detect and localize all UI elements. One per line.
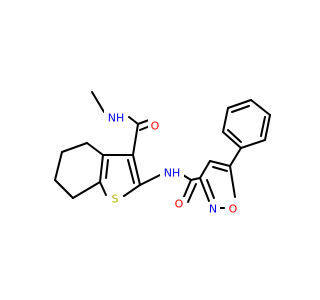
bond-c2-nh (139, 174, 161, 186)
molecule-structure: NH O NH S O N O (54, 91, 271, 217)
atom-s-thiophene: S (112, 193, 119, 206)
atom-nh-link: NH (164, 167, 181, 180)
bond-c7a-c3a (99, 154, 104, 183)
bond-isox-n-c3 (199, 177, 210, 202)
bond-isox-c5-o (229, 165, 236, 198)
bond-c7a-c3a-inner (105, 159, 109, 179)
bond-nh-carbonyl2 (182, 174, 192, 181)
bond-c3a-c4 (86, 142, 104, 156)
structure-canvas: NH O NH S O N O (54, 91, 271, 217)
bond-isox-c4-c5 (209, 160, 231, 167)
bond-ph-4-5 (227, 99, 252, 109)
atom-n-isoxazole: N (209, 203, 217, 216)
bond-ph-5-6 (222, 107, 229, 133)
bond-c4-c5 (61, 142, 88, 153)
bond-c3-c2 (132, 154, 141, 186)
bond-c2-s (123, 184, 141, 197)
bond-ph-1-2 (240, 139, 266, 149)
bond-s-c7a (99, 181, 107, 196)
bond-ph-4-5-inner (231, 105, 250, 113)
bond-c6-c7 (54, 179, 74, 199)
bond-c7-c7a (72, 181, 101, 199)
bond-ph-6-1-inner (227, 129, 242, 143)
bond-ph-3-4 (250, 99, 271, 116)
atom-labels: NH O NH S O N O (104, 110, 240, 217)
bond-isox-c4-c5-inner (212, 166, 228, 172)
bond-ph-6-1 (222, 131, 242, 149)
bond-c3-c2-inner (127, 159, 135, 184)
bond-carbonyl1-o-a (137, 119, 150, 125)
atom-o-isoxazole: O (229, 203, 238, 216)
bond-carbonyl2-o-b (187, 183, 197, 203)
bond-n-carbonyl1 (128, 116, 139, 125)
atom-nh-methyl: NH (108, 112, 125, 125)
bond-ph-2-3 (264, 114, 271, 141)
bond-c5-c6 (54, 151, 63, 181)
atom-o-amide2: O (175, 198, 184, 211)
bond-isox-n-c3-inner (206, 179, 215, 199)
atom-o-amide1: O (151, 120, 160, 133)
bond-carbonyl1-c3 (132, 123, 139, 156)
bond-ph-2-3-inner (260, 116, 266, 137)
bond-carbonyl2-o-a (182, 179, 192, 200)
bond-methyl-n (91, 91, 105, 113)
bonds (54, 91, 271, 209)
bond-carbonyl2-isox-c3 (190, 177, 201, 181)
bond-isox-c3-c4 (199, 160, 211, 179)
bond-isox-phenyl (229, 147, 242, 167)
